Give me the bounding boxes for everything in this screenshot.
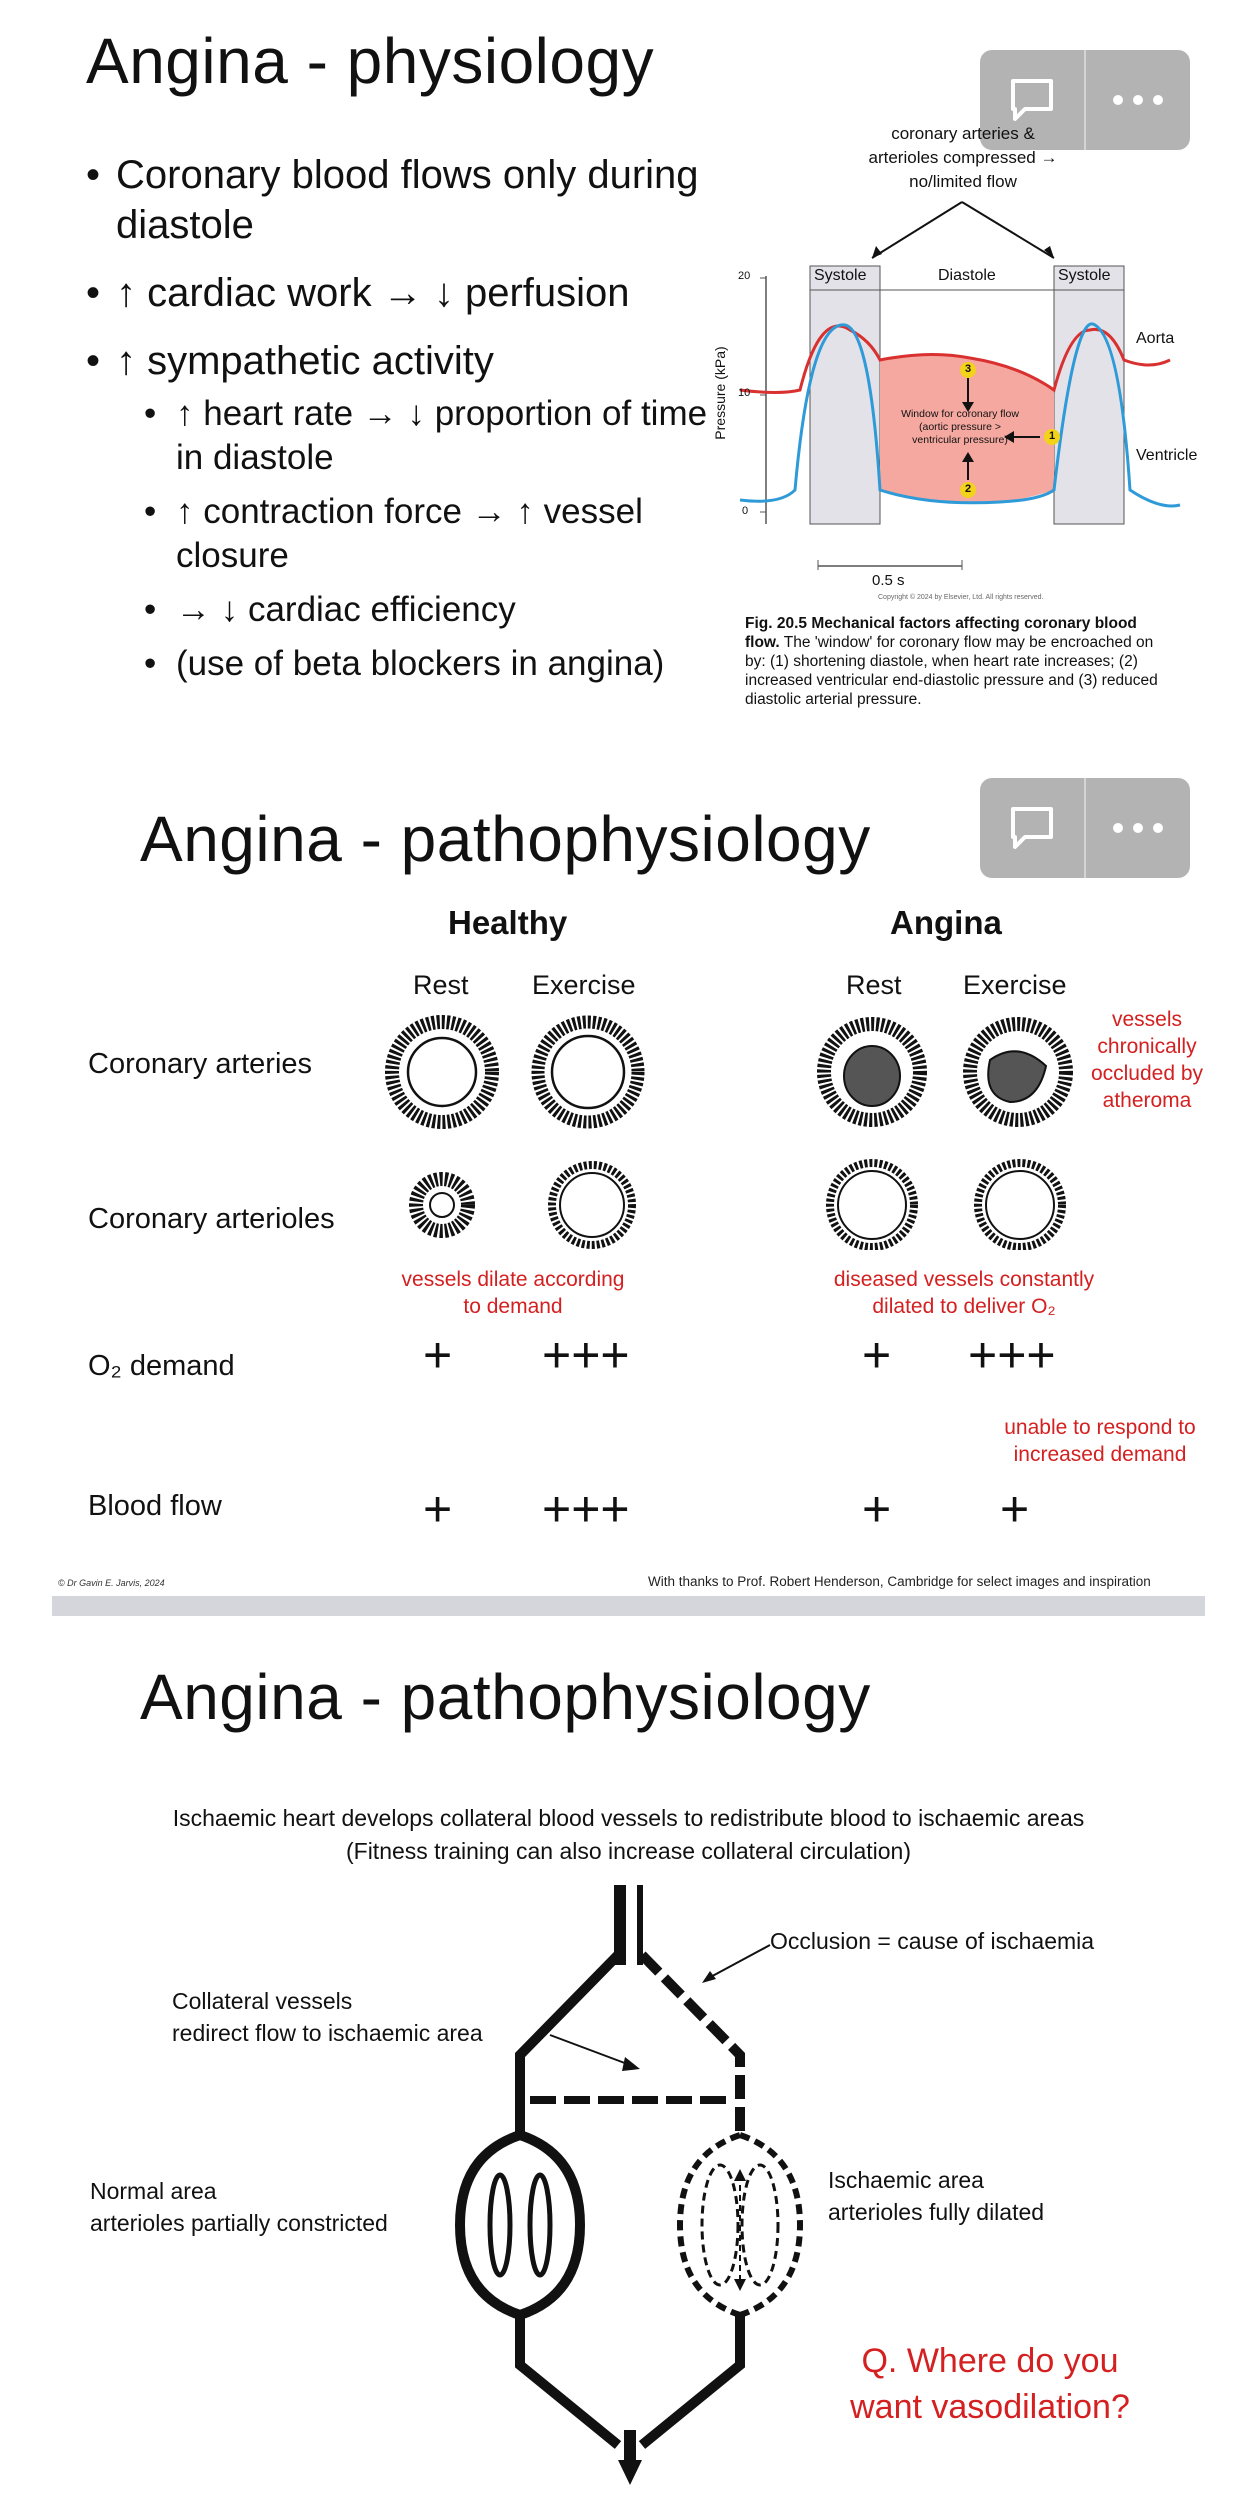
pressure-figure — [739, 201, 1181, 570]
label-normal-area: Normal area arterioles partially constri… — [90, 2178, 388, 2236]
window-label: Window for coronary flow (aortic pressur… — [901, 408, 1019, 446]
more-horizontal-icon — [1113, 95, 1163, 105]
sub-bullet-item: (use of beta blockers in angina) — [116, 642, 726, 686]
y-tick: 20 — [738, 270, 751, 282]
y-tick: 0 — [742, 505, 749, 517]
ventricle-line — [739, 322, 1181, 508]
slide-pathophysiology-1: Angina - pathophysiology Healthy Angina … — [0, 770, 1257, 1620]
aorta-label: Aorta — [1136, 330, 1175, 347]
aorta-line — [739, 324, 1171, 394]
vessel-diagrams — [385, 1015, 1073, 1250]
flow-angina-rest: + — [862, 1481, 892, 1537]
healthy-artery-exercise — [531, 1015, 645, 1129]
flow-angina-exercise: + — [1000, 1481, 1030, 1537]
marker-3 — [960, 362, 976, 378]
flow-healthy-exercise: +++ — [542, 1481, 630, 1537]
footer-credit: With thanks to Prof. Robert Henderson, C… — [648, 1574, 1151, 1589]
slide-title: Angina - pathophysiology — [140, 803, 871, 875]
col-header-rest: Rest — [846, 970, 902, 1000]
healthy-arteriole-exercise — [548, 1161, 636, 1249]
comment-icon — [1011, 79, 1053, 121]
col-header-rest: Rest — [413, 970, 469, 1000]
comment-icon — [1011, 807, 1053, 849]
row-label-blood-flow: Blood flow — [88, 1490, 222, 1522]
question-text: Q. Where do you want vasodilation? — [850, 2342, 1130, 2426]
more-options-button[interactable] — [1084, 50, 1190, 150]
y-tick: 10 — [738, 387, 751, 399]
phase-label-diastole: Diastole — [938, 267, 996, 284]
slide-toolbar — [980, 778, 1190, 878]
bullet-item: ↑ sympathetic activity ↑ heart rate → ↓ … — [86, 336, 726, 686]
label-collateral: Collateral vessels redirect flow to isch… — [172, 1988, 483, 2046]
marker-label-2: 2 — [965, 483, 972, 495]
figure-copyright: Copyright © 2024 by Elsevier, Ltd. All r… — [878, 594, 1044, 601]
sub-bullet-list: ↑ heart rate → ↓ proportion of time in d… — [116, 392, 726, 686]
label-ischaemic-area: Ischaemic area arterioles fully dilated — [828, 2167, 1045, 2225]
slide-divider — [52, 1596, 1205, 1616]
figure-caption: Fig. 20.5 Mechanical factors affecting c… — [745, 614, 1175, 709]
angina-artery-exercise — [963, 1017, 1073, 1127]
angina-artery-rest — [817, 1017, 927, 1127]
label-occlusion: Occlusion = cause of ischaemia — [770, 1928, 1095, 1954]
o2-healthy-rest: + — [423, 1327, 453, 1383]
flow-healthy-rest: + — [423, 1481, 453, 1537]
comment-button[interactable] — [980, 50, 1084, 150]
angina-arteriole-exercise — [974, 1159, 1066, 1250]
phase-label-systole-left: Systole — [814, 267, 867, 284]
note-diseased: diseased vessels constantly dilated to d… — [833, 1268, 1095, 1318]
healthy-artery-rest — [385, 1015, 499, 1129]
col-header-exercise: Exercise — [532, 970, 636, 1000]
subtitle-line: (Fitness training can also increase coll… — [345, 1838, 912, 1864]
row-label-arterioles: Coronary arterioles — [88, 1203, 335, 1235]
sub-bullet-item: → ↓ cardiac efficiency — [116, 588, 726, 632]
note-dilate: vessels dilate according to demand — [401, 1268, 625, 1318]
note-occluded: vessels chronically occluded by atheroma — [1090, 1008, 1204, 1112]
caption-text: The 'window' for coronary flow may be en… — [745, 634, 1158, 708]
row-label-o2-demand: O₂ demand — [88, 1350, 235, 1382]
o2-healthy-exercise: +++ — [542, 1327, 630, 1383]
slide-title: Angina - pathophysiology — [140, 1661, 871, 1733]
slide-title: Angina - physiology — [86, 25, 655, 97]
o2-angina-exercise: +++ — [968, 1327, 1056, 1383]
o2-angina-rest: + — [862, 1327, 892, 1383]
scale-label: 0.5 s — [872, 572, 905, 589]
note-unable: unable to respond to increased demand — [1004, 1416, 1196, 1466]
bullet-list: Coronary blood flows only during diastol… — [86, 150, 726, 704]
healthy-arteriole-rest — [409, 1172, 475, 1238]
comment-button[interactable] — [980, 778, 1084, 878]
group-header-healthy: Healthy — [448, 904, 568, 941]
col-header-exercise: Exercise — [963, 970, 1067, 1000]
marker-2 — [960, 482, 976, 498]
slide-physiology: Angina - physiology Coronary blood flows… — [0, 0, 1257, 770]
more-horizontal-icon — [1113, 823, 1163, 833]
systole-band — [809, 265, 881, 525]
footer-copyright: © Dr Gavin E. Jarvis, 2024 — [58, 1578, 165, 1588]
bullet-item: Coronary blood flows only during diastol… — [86, 150, 726, 250]
subtitle: Ischaemic heart develops collateral bloo… — [0, 1802, 1257, 1868]
ventricle-label: Ventricle — [1136, 447, 1198, 464]
marker-label-3: 3 — [965, 363, 972, 375]
subtitle-line: Ischaemic heart develops collateral bloo… — [172, 1805, 1085, 1831]
marker-1 — [1044, 429, 1060, 445]
marker-label-1: 1 — [1049, 430, 1056, 442]
slide-pathophysiology-2: Angina - pathophysiology Ischaemic heart… — [0, 1620, 1257, 2502]
slide-toolbar — [980, 50, 1190, 150]
collateral-diagram — [454, 1885, 804, 2485]
angina-arteriole-rest — [826, 1159, 918, 1250]
coronary-flow-window — [880, 354, 1054, 504]
row-label-arteries: Coronary arteries — [88, 1048, 313, 1080]
figure-top-annotation: coronary arteries & arterioles compresse… — [868, 124, 1058, 191]
sub-bullet-item: ↑ heart rate → ↓ proportion of time in d… — [116, 392, 726, 480]
more-options-button[interactable] — [1084, 778, 1190, 878]
phase-label-systole-right: Systole — [1058, 267, 1111, 284]
y-axis-label: Pressure (kPa) — [712, 346, 728, 440]
group-header-angina: Angina — [890, 904, 1002, 941]
caption-bold: Fig. 20.5 Mechanical factors affecting c… — [745, 615, 1137, 651]
bullet-item: ↑ cardiac work → ↓ perfusion — [86, 268, 726, 318]
sub-bullet-item: ↑ contraction force → ↑ vessel closure — [116, 490, 726, 578]
systole-band — [1053, 265, 1125, 525]
